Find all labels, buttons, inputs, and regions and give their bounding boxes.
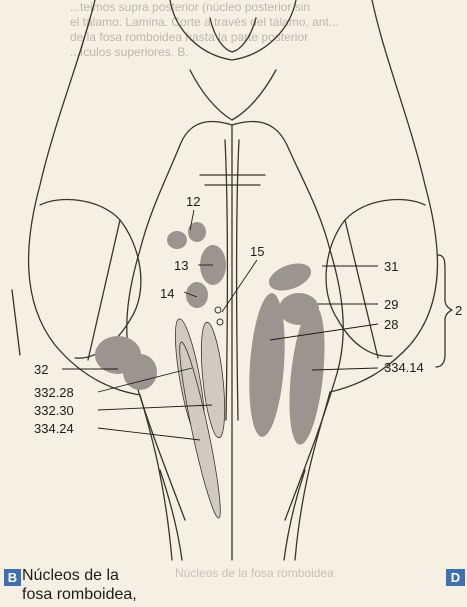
label-28: 28 xyxy=(384,317,398,332)
caption-line-2: fosa romboidea, xyxy=(22,585,182,604)
top-colliculi-outline xyxy=(170,0,296,60)
nuclei xyxy=(95,222,330,520)
caption-line-1: Núcleos de la xyxy=(22,566,182,585)
right-lobe-outline xyxy=(326,200,425,357)
nucleus-15-b xyxy=(217,319,223,325)
label-332-30: 332.30 xyxy=(34,403,74,418)
right-bracket xyxy=(436,255,452,367)
medulla-outline xyxy=(140,395,172,560)
label-334-24: 334.24 xyxy=(34,421,74,436)
figure-caption: Núcleos de la fosa romboidea, xyxy=(22,566,182,604)
nucleus-31 xyxy=(265,258,315,296)
label-13: 13 xyxy=(174,258,188,273)
left-lobe-outline xyxy=(40,200,141,359)
caption-badge: B xyxy=(4,569,21,586)
right-figure-badge: D xyxy=(446,569,465,586)
label-15: 15 xyxy=(250,244,264,259)
label-31: 31 xyxy=(384,259,398,274)
label-334-14: 334.14 xyxy=(384,360,424,375)
left-hemisphere-outline xyxy=(29,0,140,395)
label-29: 29 xyxy=(384,297,398,312)
label-12: 12 xyxy=(186,194,200,209)
nucleus-12-a xyxy=(167,231,187,249)
nucleus-15-a xyxy=(215,307,221,313)
ghost-caption: Núcleos de la fosa romboidea xyxy=(175,566,335,581)
nucleus-334-14 xyxy=(284,304,330,447)
label-14: 14 xyxy=(160,286,174,301)
label-32: 32 xyxy=(34,362,48,377)
label-332-28: 332.28 xyxy=(34,385,74,400)
label-2: 2 xyxy=(455,303,462,318)
nucleus-14 xyxy=(186,282,208,308)
